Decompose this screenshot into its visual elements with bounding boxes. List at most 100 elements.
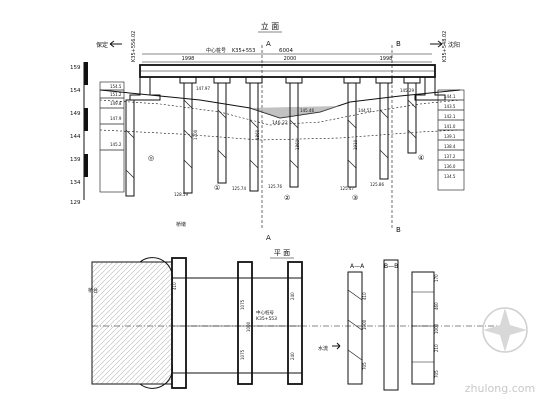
pier-2: 125.74 xyxy=(213,76,246,191)
section-a-top-label: A xyxy=(266,40,271,48)
plan-dim-width: 1000 xyxy=(246,321,251,332)
elev-tick-label: 149 xyxy=(70,111,81,117)
pier-5: ③ 1910 125.47 144.51 xyxy=(340,76,372,202)
flow-label: 水流 xyxy=(318,345,328,352)
pier-4: ② 145.46 125.76 1860 xyxy=(268,76,314,202)
pile-bottom-elev: 125.76 xyxy=(268,184,282,189)
deck-plan xyxy=(171,277,303,374)
strata-elev: 147.9 xyxy=(110,116,122,121)
plan-view: 平 面 410 1000 1075 1075 240 240 中心桩号 K35+… xyxy=(88,221,500,389)
pile xyxy=(407,82,417,154)
direction-left-label: 保定 xyxy=(96,41,108,49)
pier-3: 1860 xyxy=(245,76,263,192)
section-b-dim: 460 xyxy=(434,302,439,310)
pile xyxy=(125,99,135,197)
direction-right-arrow-icon xyxy=(430,40,443,48)
section-b-outline xyxy=(411,271,435,385)
pile-bottom-elev: 125.86 xyxy=(370,182,384,187)
pier-number-mark: ① xyxy=(214,184,220,192)
pier-column-plan xyxy=(237,261,253,385)
pile xyxy=(379,82,389,180)
section-a-dim: 410 xyxy=(362,292,367,300)
pier-number-mark: ② xyxy=(284,194,290,202)
section-b-pier xyxy=(383,259,399,391)
strata-elev: 145.2 xyxy=(110,142,122,147)
center-chainage-value: K35+553 xyxy=(232,48,255,54)
plan-label-pier: 桥墩 xyxy=(176,221,186,228)
elevation-scale: 159 154 149 144 139 134 129 xyxy=(70,62,88,206)
borehole-column xyxy=(99,81,125,193)
plan-dim-side: 240 xyxy=(290,352,295,360)
strata-elev: 137.2 xyxy=(444,154,456,159)
stratum-line xyxy=(99,129,461,141)
strata-elev: 141.0 xyxy=(444,124,456,129)
elevation-title: 立 面 xyxy=(261,21,280,31)
pier-cap xyxy=(285,76,303,84)
pile-bottom-elev: 125.47 xyxy=(340,186,354,191)
section-b-dim: 1000 xyxy=(434,323,439,334)
center-chainage-label: 中心桩号 xyxy=(206,47,226,54)
direction-left-arrow-icon xyxy=(109,40,122,48)
pile xyxy=(249,82,259,192)
pier-number-mark: ④ xyxy=(418,154,424,162)
pile-length: 1910 xyxy=(353,139,358,150)
pier-7: ④ 145.29 xyxy=(400,76,424,162)
water-area xyxy=(250,106,340,118)
span-right-value: 1998 xyxy=(380,56,393,62)
plan-dim-lane: 1075 xyxy=(240,299,245,310)
section-a-dim: 1000 xyxy=(362,319,367,330)
elev-tick-label: 129 xyxy=(70,200,81,206)
elev-tick-label: 144 xyxy=(70,134,81,140)
pier-cap xyxy=(403,76,421,84)
borehole-right: 144.1 143.5 142.1 141.0 139.1 138.4 137.… xyxy=(437,89,465,191)
pier-cap xyxy=(213,76,231,84)
total-span-value: 6004 xyxy=(279,48,293,54)
left-abutment-cap xyxy=(129,77,161,101)
pier-6: 125.86 xyxy=(370,76,393,187)
section-a: A—A 410 1000 705 xyxy=(347,263,367,385)
plan-dim-top: 410 xyxy=(172,282,177,290)
direction-right-label: 沈阳 xyxy=(448,41,460,49)
pile-top-elev: 145.29 xyxy=(400,88,414,93)
section-b-top-label: B xyxy=(396,40,401,48)
section-b-label: B—B xyxy=(384,263,398,270)
watermark: zhulong.com xyxy=(465,307,535,395)
section-b-dim: 170 xyxy=(434,274,439,282)
section-a-dim: 705 xyxy=(362,362,367,370)
section-b-dim: 705 xyxy=(434,370,439,378)
pier-cap xyxy=(375,76,393,84)
pile-length: 1700 xyxy=(193,129,198,140)
pier-cap xyxy=(245,76,263,84)
pile-top-elev: 144.51 xyxy=(358,108,372,113)
chainage-right: K35+548.02 xyxy=(442,31,448,62)
strata-elev: 144.1 xyxy=(444,94,456,99)
pier-cap xyxy=(179,76,197,84)
borehole-left: 154.5 151.2 149.8 147.9 145.2 xyxy=(99,81,125,193)
section-a-label: A—A xyxy=(350,263,365,270)
pier-number-mark: ③ xyxy=(352,194,358,202)
strata-elev: 151.2 xyxy=(110,92,122,97)
section-a-bottom-label: A xyxy=(266,234,271,242)
strata-elev: 143.5 xyxy=(444,104,456,109)
right-abutment-cap xyxy=(414,77,446,101)
pile xyxy=(289,82,299,188)
pile xyxy=(217,82,227,184)
plan-label-abutment: 桥台 xyxy=(88,287,98,294)
abutment-mark: ◎ xyxy=(148,154,154,162)
strata-elev: 139.1 xyxy=(444,134,456,139)
elev-tick-label: 154 xyxy=(70,88,81,94)
elevation-view: 立 面 保定 沈阳 K35+556.02 K35+548.02 中心桩号 K35… xyxy=(70,21,465,242)
watermark-brand: zhulong.com xyxy=(465,382,535,395)
pier-column-plan xyxy=(287,261,303,385)
elev-tick-label: 139 xyxy=(70,157,81,163)
scale-block xyxy=(84,62,88,85)
pier-1: ① 128.59 1700 147.97 xyxy=(174,76,220,197)
pile-top-elev: 147.97 xyxy=(196,86,210,91)
chainage-left: K35+556.02 xyxy=(131,31,137,62)
pile xyxy=(347,82,357,188)
pile-bottom-elev: 128.59 xyxy=(174,192,188,197)
strata-elev: 134.5 xyxy=(444,174,456,179)
water-level-label: 146.22 xyxy=(272,120,288,126)
elev-tick-label: 159 xyxy=(70,65,81,71)
